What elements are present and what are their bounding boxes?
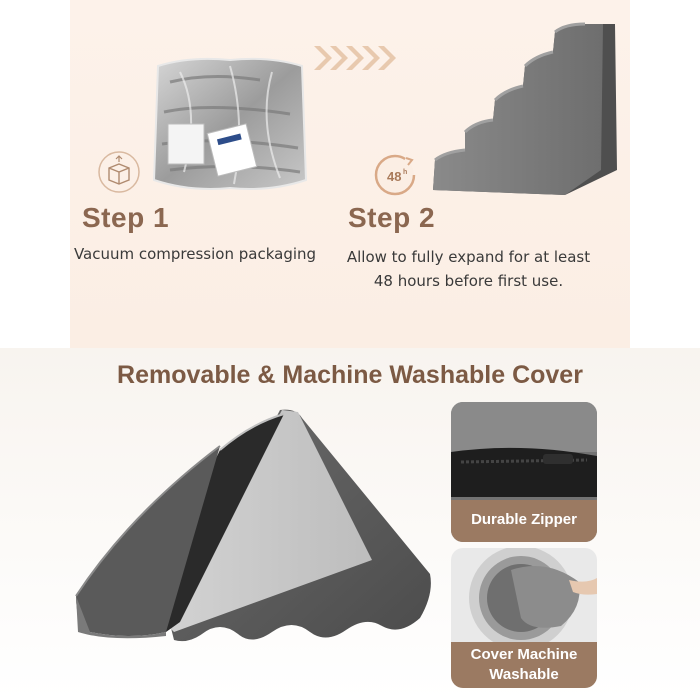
durable-zipper-label: Durable Zipper bbox=[471, 511, 577, 528]
step-2-description-line1: Allow to fully expand for at least bbox=[346, 248, 591, 266]
step-2-description: Allow to fully expand for at least 48 ho… bbox=[336, 245, 601, 293]
step-2-title: Step 2 bbox=[348, 202, 436, 233]
pet-stairs-image bbox=[433, 22, 617, 195]
washing-machine-image bbox=[451, 548, 597, 688]
arrows-icon bbox=[314, 46, 396, 70]
step-1-description: Vacuum compression packaging bbox=[73, 245, 317, 263]
vacuum-package-image bbox=[152, 57, 308, 190]
clock-badge-number: 48 bbox=[387, 169, 401, 184]
zipper-closeup-image bbox=[451, 402, 597, 542]
machine-washable-label-line1: Cover Machine bbox=[470, 646, 578, 663]
step-1-title: Step 1 bbox=[82, 202, 170, 233]
machine-washable-label: Cover Machine Washable bbox=[451, 645, 597, 685]
machine-washable-label-line2: Washable bbox=[489, 666, 559, 683]
washable-cover-image bbox=[75, 409, 431, 642]
step-2-description-line2: 48 hours before first use. bbox=[373, 272, 564, 290]
section-heading: Removable & Machine Washable Cover bbox=[117, 361, 583, 389]
clock-48h-icon: 48 h bbox=[374, 154, 416, 196]
box-icon bbox=[98, 151, 140, 193]
clock-badge-suffix: h bbox=[403, 169, 407, 176]
